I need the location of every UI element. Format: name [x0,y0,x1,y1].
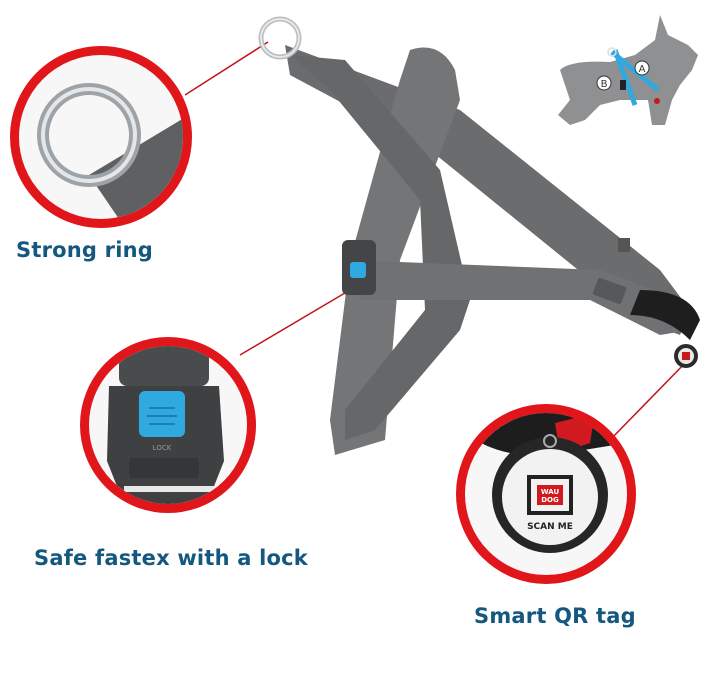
ring-detail-circle [10,46,192,228]
harness-illustration [258,16,700,455]
caption-strong-ring: Strong ring [16,238,153,262]
caption-safe-fastex: Safe fastex with a lock [34,546,308,570]
diagram-label-b: B [601,79,608,90]
qr-tag-detail-circle: WAU DOG SCAN ME [456,404,636,584]
tag-brand-line1: WAU [541,488,560,496]
fastex-detail-circle: LOCK [80,337,256,513]
caption-smart-qr-tag: Smart QR tag [474,604,636,628]
tag-scan-text: SCAN ME [527,522,573,532]
dog-size-diagram: A B [558,15,698,125]
tag-brand-line2: DOG [541,496,559,504]
buckle-lock-text: LOCK [153,444,172,452]
diagram-label-a: A [639,64,646,75]
